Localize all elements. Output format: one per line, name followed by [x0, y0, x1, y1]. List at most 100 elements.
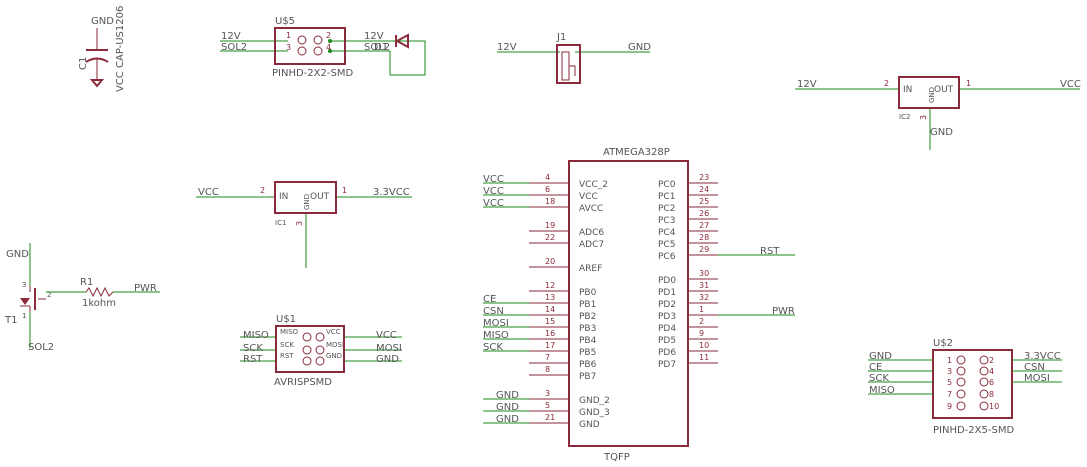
capacitor-c1[interactable]: GND C1 CAP-US1206 VCC	[78, 6, 126, 92]
r1-net: PWR	[134, 283, 157, 294]
u2-pad	[979, 389, 989, 399]
t1-net-top: GND	[6, 249, 29, 260]
mcu-left-pin-num-7: 13	[545, 293, 555, 302]
ic2-net-gnd: GND	[930, 127, 953, 138]
mcu-left-pin-name-11: PB5	[579, 348, 596, 358]
u5-right-net-2: SOL2	[364, 42, 390, 53]
c1-net-top: GND	[91, 16, 114, 27]
u1-net-left-3: RST	[243, 354, 263, 365]
u1-inner-right-3: GND	[326, 352, 342, 360]
u2-left-net-3: MISO	[869, 385, 895, 396]
u1-net-left-1: MISO	[243, 330, 269, 341]
u2-left-pin-1: 3	[947, 367, 952, 376]
mcu-left-net-1: VCC	[483, 186, 504, 197]
u2-left-pin-3: 7	[947, 390, 952, 399]
u2-name: U$2	[933, 338, 953, 349]
mcu-left-pin-name-5: AREF	[579, 264, 602, 274]
u2-pad	[956, 401, 966, 411]
mcu-left-pin-name-4: ADC7	[579, 240, 604, 250]
ic2-net-in: 12V	[797, 79, 817, 90]
ic2-name: IC2	[899, 113, 910, 121]
ic2-gnd-label: GND	[928, 87, 936, 103]
mcu-left-pin-num-3: 19	[545, 221, 555, 230]
mcu-right-pin-num-4: 27	[699, 221, 709, 230]
header-u5[interactable]: 1 2 3 4 U$5 PINHD-2X2-SMD 12V SOL2 12V S…	[220, 16, 426, 79]
u5-value: PINHD-2X2-SMD	[272, 68, 353, 79]
mcu-left-net-16: GND	[496, 414, 519, 425]
diode-d1[interactable]: D1	[374, 33, 409, 53]
u2-right-pin-4: 10	[989, 402, 999, 411]
mcu-left-pin-name-0: VCC_2	[579, 180, 608, 190]
u5-pin-3: 3	[286, 43, 291, 52]
mcu-left-pin-num-12: 7	[545, 353, 550, 362]
mcu-right-pin-name-5: PC5	[658, 240, 675, 250]
regulator-ic1[interactable]: IN OUT GND 2 1 3 IC1 VCC 3.3VCC	[196, 181, 412, 268]
mcu-left-pin-num-5: 20	[545, 257, 555, 266]
u2-pad	[956, 355, 966, 365]
u1-net-right-1: VCC	[376, 330, 397, 341]
mcu-left-pin-num-16: 21	[545, 413, 555, 422]
resistor-r1[interactable]: R1 1kohm PWR	[46, 277, 160, 309]
regulator-ic2[interactable]: IN OUT GND 2 1 3 IC2 12V VCC GND	[795, 76, 1081, 150]
mcu-right-pin-num-6: 29	[699, 245, 709, 254]
mcu-left-pin-name-9: PB3	[579, 324, 596, 334]
u5-pin-4: 4	[326, 43, 331, 52]
ic1-out-label: OUT	[310, 192, 330, 202]
mcu-left-pin-num-4: 22	[545, 233, 555, 242]
mcu-right-pin-name-10: PD3	[658, 312, 676, 322]
mcu-left-pin-num-6: 12	[545, 281, 555, 290]
u2-right-pin-3: 8	[989, 390, 994, 399]
t1-net-bottom: SOL2	[28, 342, 54, 353]
mcu-left-pin-num-13: 8	[545, 365, 550, 374]
mcu-name: ATMEGA328P	[603, 147, 670, 158]
r1-name: R1	[80, 277, 93, 288]
t1-name: T1	[4, 315, 17, 326]
ic1-gnd-label: GND	[303, 194, 311, 210]
jumper-j1[interactable]: J1 12V GND	[497, 32, 651, 84]
mcu-right-pin-num-10: 1	[699, 305, 704, 314]
j1-net-left: 12V	[497, 42, 517, 53]
mcu-right-pin-name-6: PC6	[658, 252, 676, 262]
u2-right-pin-2: 6	[989, 378, 994, 387]
mcu-left-net-9: MOSI	[483, 318, 509, 329]
mcu-right-pin-name-1: PC1	[658, 192, 675, 202]
t1-pin-1: 1	[22, 312, 26, 320]
u2-pad	[956, 366, 966, 376]
ic1-name: IC1	[275, 219, 286, 227]
u2-value: PINHD-2X5-SMD	[933, 425, 1014, 436]
mcu-left-pin-num-10: 16	[545, 329, 555, 338]
mcu-left-pin-num-14: 3	[545, 389, 550, 398]
mcu-left-pin-num-11: 17	[545, 341, 555, 350]
ic1-in-label: IN	[279, 192, 288, 202]
ic1-net-out: 3.3VCC	[373, 187, 410, 198]
c1-net-bottom: VCC	[115, 71, 126, 92]
mcu-right-pin-name-8: PD1	[658, 288, 676, 298]
transistor-t1[interactable]: GND SOL2 T1 3 1 2	[4, 243, 54, 353]
j1-net-right: GND	[628, 42, 651, 53]
mcu-left-net-15: GND	[496, 402, 519, 413]
mcu-right-net-10: PWR	[772, 306, 795, 317]
u2-right-pin-0: 2	[989, 356, 994, 365]
u5-right-net-1: 12V	[364, 31, 384, 42]
mcu-left-pin-name-15: GND_3	[579, 408, 610, 418]
u1-value: AVRISPSMD	[274, 377, 332, 388]
isp-header-u1[interactable]: MISO SCK RST VCC MOSI GND U$1 AVRISPSMD …	[240, 314, 402, 388]
u2-left-net-0: GND	[869, 351, 892, 362]
ic1-pin-out: 1	[342, 186, 347, 195]
u1-inner-left-3: RST	[280, 352, 294, 360]
mcu-left-net-10: MISO	[483, 330, 509, 341]
mcu-left-net-0: VCC	[483, 174, 504, 185]
u2-left-pin-4: 9	[947, 402, 952, 411]
mcu-left-net-8: CSN	[483, 306, 504, 317]
mcu-left-pin-name-3: ADC6	[579, 228, 604, 238]
ic2-pin-gnd: 3	[919, 115, 928, 120]
u5-pin-2: 2	[326, 31, 331, 40]
mcu-left-pin-name-6: PB0	[579, 288, 597, 298]
c1-name: C1	[78, 57, 89, 70]
mcu-right-net-6: RST	[760, 246, 780, 257]
